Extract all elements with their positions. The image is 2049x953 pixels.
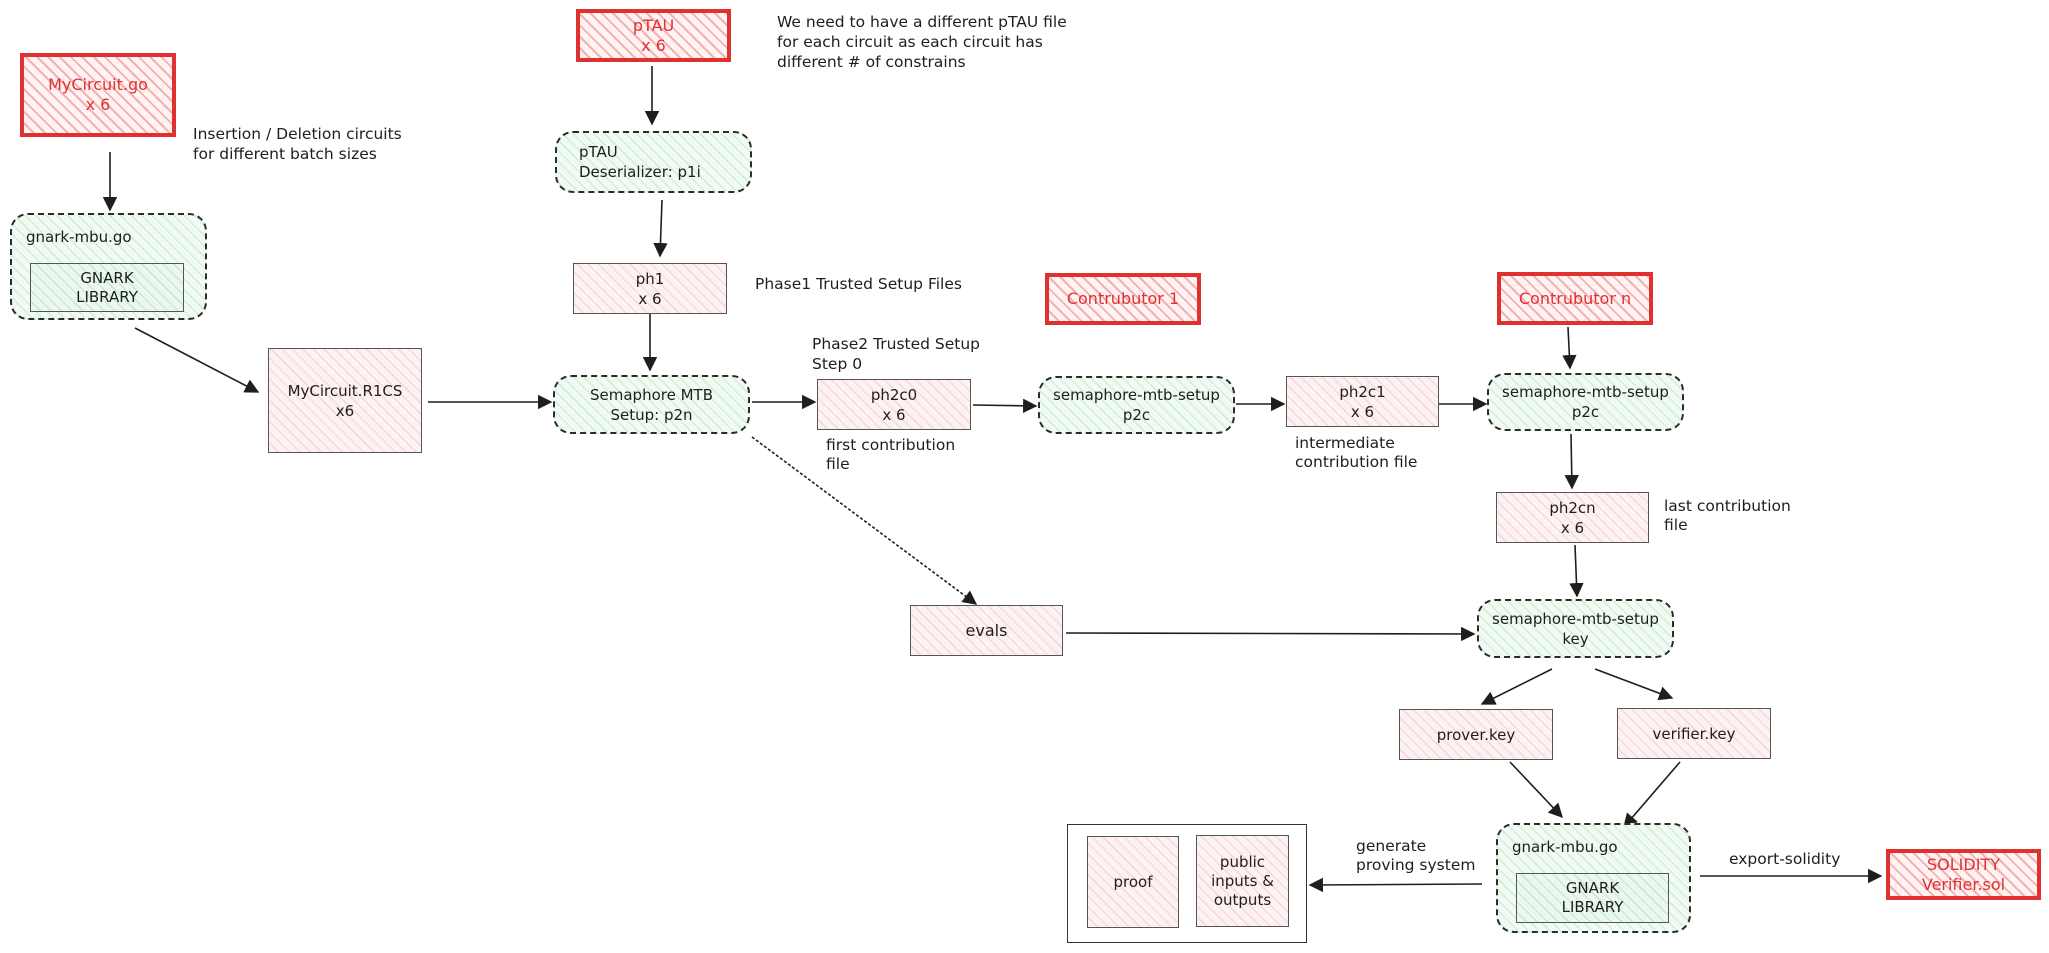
ph2c0-box: ph2c0 x 6 [817, 379, 971, 430]
ptau-deserializer-box: pTAU Deserializer: p1i [555, 131, 752, 193]
ph2cn-box: ph2cn x 6 [1496, 492, 1649, 543]
gnark-mbu-bottom-label: gnark-mbu.go [1512, 838, 1618, 856]
ptau-deserializer-label: pTAU Deserializer: p1i [579, 143, 701, 181]
contributor-1-box: Contrubutor 1 [1045, 273, 1201, 325]
ph1-box: ph1 x 6 [573, 263, 727, 314]
prover-key-box: prover.key [1399, 709, 1553, 760]
contributor-n-box: Contrubutor n [1497, 272, 1653, 325]
generate-proving-note: generate proving system [1356, 837, 1476, 874]
arrow-verifier-to-gnark [1623, 761, 1681, 829]
mycircuit-r1cs-box: MyCircuit.R1CS x6 [268, 348, 422, 453]
mycircuit-go-box: MyCircuit.go x 6 [20, 53, 176, 137]
arrow-prover-to-gnark [1509, 761, 1563, 819]
arrow-gnark-to-r1cs [134, 327, 260, 393]
arrow-p2n-to-evals [751, 436, 978, 605]
arrow-ph2c0-to-p2c1 [972, 398, 1038, 413]
arrow-deserializer-to-ph1 [653, 199, 668, 258]
arrow-p2c2-to-ph2cn [1564, 433, 1579, 490]
insertion-deletion-note: Insertion / Deletion circuits for differ… [193, 125, 402, 163]
gnark-library-bottom: GNARK LIBRARY [1516, 873, 1669, 923]
gnark-library-top: GNARK LIBRARY [30, 263, 184, 312]
proof-box: proof [1087, 836, 1179, 928]
verifier-key-box: verifier.key [1617, 708, 1771, 759]
phase1-note: Phase1 Trusted Setup Files [755, 275, 962, 293]
ptau-note: We need to have a different pTAU file fo… [777, 13, 1067, 71]
arrow-gnark-to-outputs [1308, 877, 1483, 893]
export-solidity-note: export-solidity [1729, 850, 1841, 868]
arrow-key-to-verifier [1594, 668, 1674, 701]
phase2-note: Phase2 Trusted Setup Step 0 [812, 335, 981, 373]
setup-p2c-first-box: semaphore-mtb-setup p2c [1038, 376, 1235, 434]
public-io-box: public inputs & outputs [1196, 835, 1289, 927]
solidity-verifier-box: SOLIDITY Verifier.sol [1886, 849, 2041, 900]
intermediate-contribution-note: intermediate contribution file [1295, 434, 1418, 471]
setup-key-box: semaphore-mtb-setup key [1477, 599, 1674, 658]
arrow-contributor-n-to-p2c2 [1562, 326, 1577, 370]
first-contribution-note: first contribution file [826, 436, 956, 473]
arrow-ph2cn-to-key [1569, 544, 1584, 598]
evals-box: evals [910, 605, 1063, 656]
gnark-mbu-top-label: gnark-mbu.go [26, 228, 132, 246]
ptau-top-box: pTAU x 6 [576, 9, 731, 62]
ph2c1-box: ph2c1 x 6 [1286, 376, 1439, 427]
last-contribution-note: last contribution file [1664, 497, 1791, 534]
arrow-key-to-prover [1480, 668, 1553, 705]
arrow-evals-to-key [1065, 626, 1476, 642]
semaphore-p2n-box: Semaphore MTB Setup: p2n [553, 375, 750, 434]
setup-p2c-second-box: semaphore-mtb-setup p2c [1487, 373, 1684, 431]
